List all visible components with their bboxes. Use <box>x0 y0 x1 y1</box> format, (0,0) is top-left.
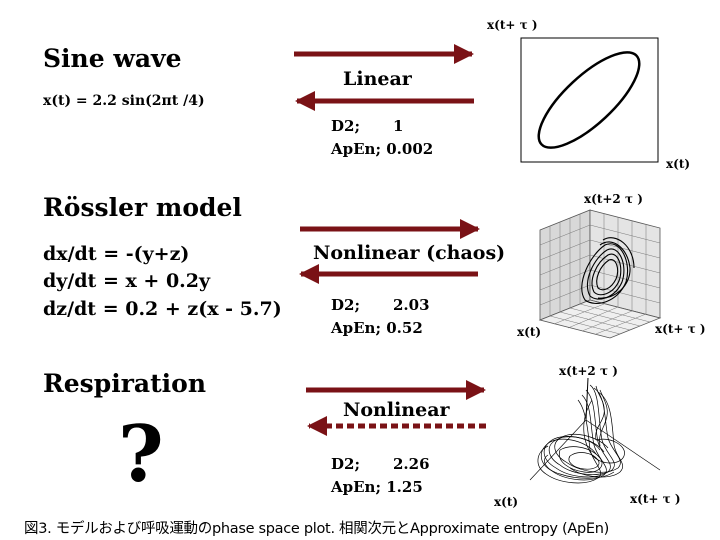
d2-stat-sine: D2; 1 <box>331 117 403 135</box>
axis-label-x-rossler: x(t) <box>517 325 542 339</box>
figure-caption: 図3. モデルおよび呼吸運動のphase space plot. 相関次元とAp… <box>24 521 609 537</box>
phase-plot-respiration <box>529 377 661 484</box>
apen-stat-rossler: ApEn; 0.52 <box>331 319 423 337</box>
kind-label-rossler: Nonlinear (chaos) <box>313 242 506 264</box>
apen-label: ApEn; <box>331 319 382 337</box>
axis-label-y-rossler: x(t+ τ ) <box>655 322 706 336</box>
equation-rossler-1: dx/dt = -(y+z) <box>43 243 190 265</box>
row-title-respiration: Respiration <box>43 369 207 398</box>
axis-label-x-sine: x(t) <box>666 157 691 171</box>
apen-stat-respiration: ApEn; 1.25 <box>331 478 423 496</box>
d2-label: D2; <box>331 455 360 473</box>
phase-plot-sine <box>520 37 659 163</box>
phase-plot-rossler <box>538 209 662 339</box>
kind-label-sine: Linear <box>343 68 412 90</box>
d2-value: 1 <box>393 117 404 135</box>
d2-stat-rossler: D2; 2.03 <box>331 296 430 314</box>
axis-label-y-respiration: x(t+ τ ) <box>630 492 681 506</box>
apen-value: 0.52 <box>386 319 423 337</box>
apen-value: 1.25 <box>386 478 423 496</box>
apen-value: 0.002 <box>386 140 434 158</box>
unknown-model-mark: ? <box>118 409 164 500</box>
kind-label-respiration: Nonlinear <box>343 399 450 421</box>
apen-stat-sine: ApEn; 0.002 <box>331 140 433 158</box>
row-title-rossler: Rössler model <box>43 193 242 222</box>
d2-label: D2; <box>331 296 360 314</box>
equation-sine: x(t) = 2.2 sin(2πt /4) <box>43 93 205 109</box>
axis-label-y-sine: x(t+ τ ) <box>487 18 538 32</box>
apen-label: ApEn; <box>331 478 382 496</box>
d2-label: D2; <box>331 117 360 135</box>
equation-rossler-2: dy/dt = x + 0.2y <box>43 270 211 292</box>
apen-label: ApEn; <box>331 140 382 158</box>
equation-rossler-3: dz/dt = 0.2 + z(x - 5.7) <box>43 298 282 320</box>
row-title-sine: Sine wave <box>43 44 182 73</box>
d2-stat-respiration: D2; 2.26 <box>331 455 430 473</box>
axis-label-z-respiration: x(t+2 τ ) <box>559 364 618 378</box>
axis-label-x-respiration: x(t) <box>494 495 519 509</box>
d2-value: 2.26 <box>393 455 430 473</box>
d2-value: 2.03 <box>393 296 430 314</box>
axis-label-z-rossler: x(t+2 τ ) <box>584 192 643 206</box>
